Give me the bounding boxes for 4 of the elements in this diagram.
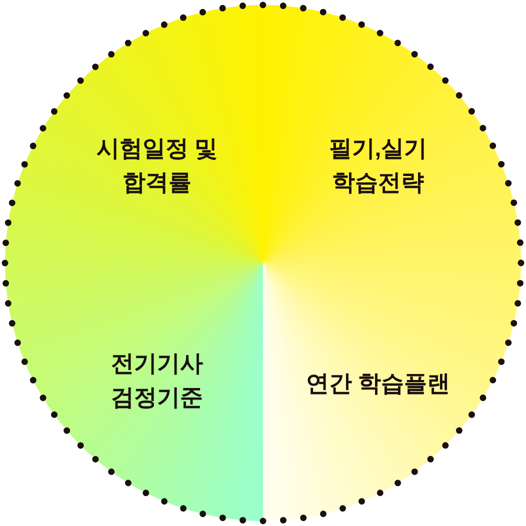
segment-label: 연간 학습플랜 xyxy=(304,369,452,398)
segment-label: 시험일정 및 합격률 xyxy=(95,134,219,197)
segment-label: 필기,실기 학습전략 xyxy=(328,134,428,197)
segment-label: 전기기사 검정기준 xyxy=(110,349,204,412)
